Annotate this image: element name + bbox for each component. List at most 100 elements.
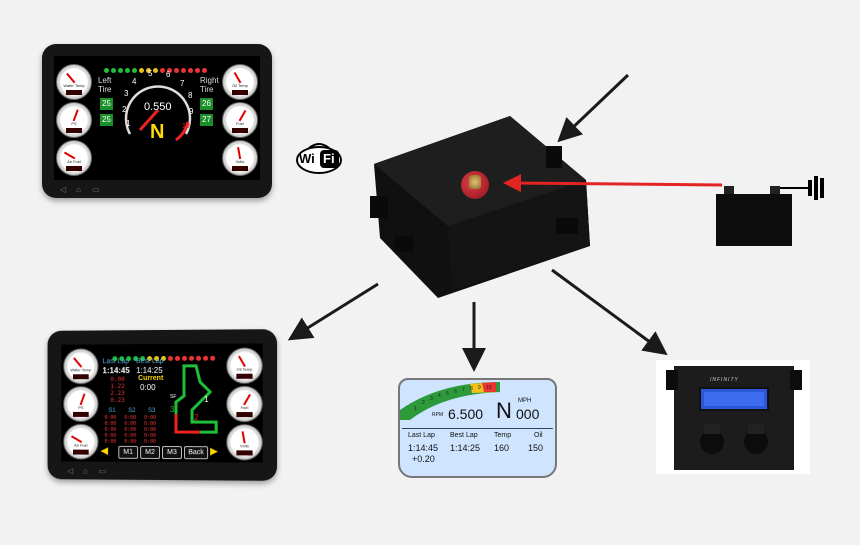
m1-button[interactable]: M1 xyxy=(118,445,139,459)
right-tire-label: Right Tire xyxy=(200,76,219,94)
sector-cell: 0:00 xyxy=(104,438,117,445)
tablet-bottom-nav: ◁ ⌂ ▭ xyxy=(48,466,277,478)
gauge-fuel: Fuel xyxy=(222,102,258,138)
shift-led xyxy=(118,68,123,73)
left-tire-label: Left Tire xyxy=(98,76,112,94)
left-tire-front: 25 xyxy=(100,98,113,110)
shift-arc: 1 2 3 4 5 6 7 8 9 10 xyxy=(400,382,500,420)
tach-label-2: 2 xyxy=(122,105,127,114)
shift-num-3: 3 xyxy=(430,396,433,402)
power-stud xyxy=(461,171,489,199)
shift-num-6: 6 xyxy=(454,389,457,395)
gauge-volts: Volts xyxy=(222,140,258,176)
tach-label-5: 5 xyxy=(148,69,153,78)
recent-icon[interactable]: ▭ xyxy=(92,185,100,194)
shift-num-7: 7 xyxy=(462,387,465,393)
rpm-label: RPM xyxy=(432,412,444,418)
col-last-lap-delta: +0.20 xyxy=(412,454,435,464)
gauge-water-temp: Water Temp xyxy=(56,64,92,100)
gauge-ps: PS xyxy=(63,386,99,422)
wifi-icon xyxy=(296,143,342,174)
shift-led xyxy=(195,68,200,73)
battery xyxy=(716,176,824,246)
shift-num-2: 2 xyxy=(422,400,425,406)
shift-led xyxy=(196,355,202,361)
shift-led xyxy=(181,68,186,73)
control-unit-box xyxy=(370,116,590,298)
home-icon[interactable]: ⌂ xyxy=(76,185,81,194)
gear-indicator: N xyxy=(496,398,512,423)
current-label: Current xyxy=(138,374,164,383)
lap-history-2: 1.22 xyxy=(110,383,125,391)
ecu-unit xyxy=(666,366,802,470)
home-icon[interactable]: ⌂ xyxy=(82,466,88,476)
shift-led xyxy=(189,355,195,361)
current-value: 0:00 xyxy=(140,383,156,393)
prev-arrow-icon[interactable]: ◀ xyxy=(100,445,109,457)
m3-button[interactable]: M3 xyxy=(161,446,182,460)
tablet-bottom-screen: Water Temp PS Air Fuel Oil Temp Fuel Vol… xyxy=(61,343,263,463)
tablet-top-nav: ◁ ⌂ ▭ xyxy=(42,185,272,195)
gauge-ps: PS xyxy=(56,102,92,138)
shift-led xyxy=(174,355,180,361)
tach-label-7: 7 xyxy=(180,79,185,88)
arrow-wireless-input xyxy=(557,73,630,143)
col-oil-value: 150 xyxy=(528,443,544,453)
recent-icon[interactable]: ▭ xyxy=(98,466,107,476)
shift-num-9: 9 xyxy=(478,385,481,391)
tach-label-9: 9 xyxy=(189,107,194,116)
wifi-badge: Wi Fi xyxy=(295,142,343,174)
sector-cell: 0:00 xyxy=(144,438,157,445)
arrow-to-tablet-bottom xyxy=(287,282,379,341)
shift-led xyxy=(125,68,130,73)
sector-label-2: S2 xyxy=(128,407,136,414)
gauge-air-fuel: Air Fuel xyxy=(63,423,99,460)
gauge-water-temp: Water Temp xyxy=(63,348,99,385)
col-last-lap-value: 1:14:45 xyxy=(408,443,439,453)
tach-label-10: 10 xyxy=(182,123,190,130)
wifi-text-left: Wi xyxy=(299,151,315,166)
shift-led xyxy=(188,68,193,73)
next-arrow-icon[interactable]: ▶ xyxy=(210,446,218,458)
shift-num-10: 10 xyxy=(486,385,492,391)
track-map: 1 2 3 SF xyxy=(169,362,222,438)
right-tire-rear: 27 xyxy=(200,114,213,126)
shift-led xyxy=(146,68,151,73)
track-marker-2: 2 xyxy=(194,413,199,422)
col-oil-label: Oil xyxy=(534,432,543,439)
tablet-top-screen: Water Temp PS Air Fuel Oil Temp Fuel Vol… xyxy=(54,56,260,180)
shift-lights xyxy=(112,348,217,362)
last-lap-label: Last Lap xyxy=(102,358,130,366)
tach-label-4: 4 xyxy=(132,77,137,86)
arrow-power xyxy=(503,174,723,193)
wifi-text-right: Fi xyxy=(323,151,335,166)
speed-label: MPH xyxy=(518,398,532,404)
gauge-volts: Volts xyxy=(226,424,263,461)
back-button[interactable]: Back xyxy=(183,446,209,460)
sector-cell: 0:00 xyxy=(124,438,137,445)
shift-led xyxy=(153,68,158,73)
col-best-lap-value: 1:14:25 xyxy=(450,443,481,453)
track-marker-1: 1 xyxy=(204,395,209,404)
dash-display: 1 2 3 4 5 6 7 8 9 10 RPM 6.500 N MPH 000… xyxy=(398,378,557,478)
dash-divider xyxy=(402,428,553,429)
rpm-value: 0.550 xyxy=(144,101,172,113)
shift-led xyxy=(202,68,207,73)
m2-button[interactable]: M2 xyxy=(140,445,161,459)
shift-num-5: 5 xyxy=(446,391,449,397)
back-icon[interactable]: ◁ xyxy=(67,466,74,476)
col-temp-value: 160 xyxy=(494,443,510,453)
shift-led xyxy=(160,68,165,73)
shift-led xyxy=(167,355,173,361)
tach-label-1: 1 xyxy=(126,119,131,128)
col-temp-label: Temp xyxy=(494,432,512,439)
col-last-lap-label: Last Lap xyxy=(408,432,435,439)
shift-num-1: 1 xyxy=(414,406,417,412)
shift-led xyxy=(210,355,216,361)
tachometer: 1 2 3 4 5 6 7 8 9 10 0.550 N xyxy=(122,69,194,143)
gauge-air-fuel: Air Fuel xyxy=(56,140,92,176)
gauge-oil-temp: Oil Temp xyxy=(226,347,263,384)
back-icon[interactable]: ◁ xyxy=(60,185,67,194)
